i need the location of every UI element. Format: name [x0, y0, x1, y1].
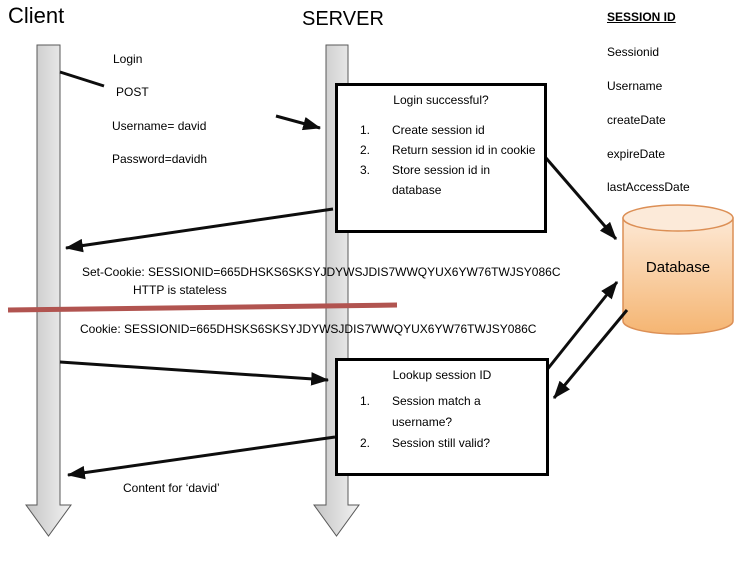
session-field-sessionid: Sessionid — [607, 45, 660, 59]
lookup-box-title: Lookup session ID — [392, 368, 492, 382]
list-item: 2. Session still valid? — [360, 433, 542, 454]
password-param-label: Password=davidh — [112, 152, 208, 166]
username-param-label: Username= david — [112, 119, 207, 133]
response-content-label: Content for ‘david’ — [123, 481, 220, 495]
login-box-title: Login successful? — [393, 93, 489, 107]
lookup-session-box: Lookup session ID 1. Session match a use… — [335, 358, 549, 476]
client-lifeline-label: Client — [8, 3, 65, 28]
list-item-text: Create session id — [392, 123, 485, 137]
session-field-username: Username — [607, 79, 663, 93]
list-item-text: Session match a username? — [392, 394, 481, 429]
session-field-createdate: createDate — [607, 113, 666, 127]
list-item: 1. Create session id — [360, 120, 540, 140]
database-to-lookup-arrow — [552, 309, 629, 399]
login-request-line — [59, 70, 105, 88]
post-request-arrow — [275, 114, 322, 131]
set-cookie-response-arrow — [64, 207, 334, 253]
session-field-lastaccessdate: lastAccessDate — [607, 180, 690, 194]
cookie-header-text: Cookie: SESSIONID=665DHSKS6SKSYJDYWSJDIS… — [80, 322, 537, 336]
set-cookie-header-text: Set-Cookie: SESSIONID=665DHSKS6SKSYJDYWS… — [82, 265, 561, 279]
list-item-number: 1. — [360, 394, 371, 408]
cookie-request-arrow — [59, 360, 330, 386]
list-item-number: 2. — [360, 436, 371, 450]
list-item-number: 2. — [360, 143, 371, 157]
login-box-list: 1. Create session id 2. Return session i… — [338, 120, 544, 200]
stateless-divider-line — [7, 302, 398, 313]
lookup-to-database-arrow — [544, 281, 619, 372]
server-lifeline-label: SERVER — [302, 8, 384, 30]
loginbox-to-database-arrow — [544, 157, 618, 240]
list-item-text: Session still valid? — [392, 436, 491, 450]
login-successful-box: Login successful? 1. Create session id 2… — [335, 83, 547, 233]
session-id-panel-title: SESSION ID — [607, 10, 676, 24]
list-item: 1. Session match a username? — [360, 391, 542, 433]
post-method-label: POST — [116, 85, 149, 99]
content-response-arrow — [66, 435, 336, 480]
list-item-number: 3. — [360, 163, 371, 177]
list-item-text: Return session id in cookie — [392, 143, 536, 157]
http-stateless-note: HTTP is stateless — [133, 283, 227, 297]
lookup-box-list: 1. Session match a username? 2. Session … — [338, 391, 546, 454]
database-label: Database — [645, 259, 711, 276]
client-lifeline — [25, 44, 72, 537]
list-item-number: 1. — [360, 123, 371, 137]
login-action-label: Login — [113, 52, 143, 66]
list-item: 2. Return session id in cookie — [360, 140, 540, 160]
database-cylinder — [622, 204, 734, 335]
list-item: 3. Store session id in database — [360, 160, 540, 200]
session-field-expiredate: expireDate — [607, 147, 666, 161]
list-item-text: Store session id in database — [392, 163, 491, 197]
